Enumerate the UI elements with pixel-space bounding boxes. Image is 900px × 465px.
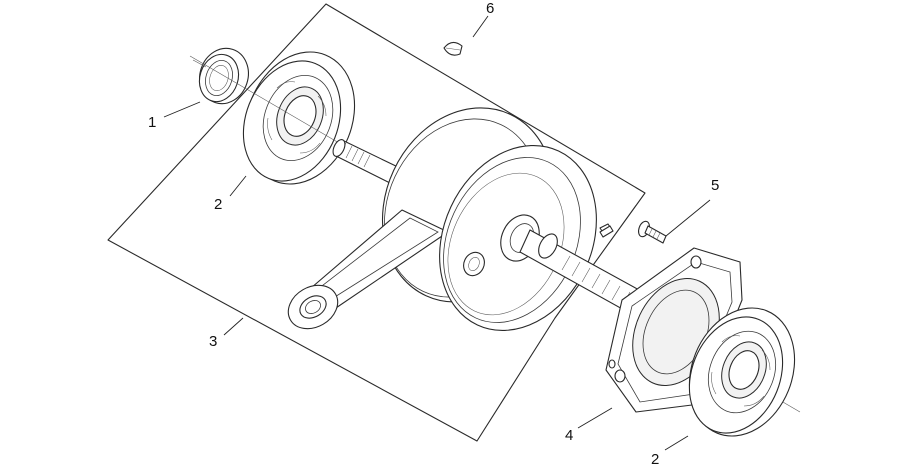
callout-1: 1 [148, 114, 156, 131]
part-2-bearing-lower[interactable] [671, 292, 813, 452]
callout-5: 5 [711, 177, 719, 194]
callout-3: 3 [209, 333, 217, 350]
callout-6: 6 [486, 0, 494, 17]
callout-4: 4 [565, 427, 573, 444]
part-6-woodruff-key[interactable] [443, 41, 463, 56]
assembly-group-outline [107, 3, 646, 442]
callout-2-upper: 2 [214, 196, 222, 213]
part-3-crankshaft-assembly[interactable] [280, 80, 694, 357]
part-5-screw[interactable] [637, 220, 667, 244]
callout-leaders [163, 15, 711, 451]
callout-2-lower: 2 [651, 451, 659, 465]
part-2-bearing-upper[interactable] [226, 35, 374, 200]
dowel-pin [599, 225, 614, 238]
